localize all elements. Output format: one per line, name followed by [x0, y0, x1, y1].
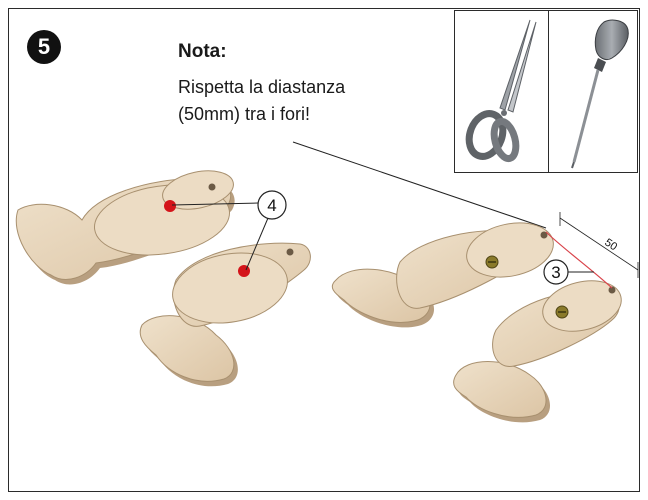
awl-icon	[572, 20, 628, 168]
dimension-label: 50	[602, 237, 619, 254]
fish-assembly-right-bottom	[454, 273, 627, 422]
scissors-icon	[463, 20, 536, 161]
screw-icon	[486, 256, 498, 268]
callout-label-3: 3	[551, 263, 560, 282]
part-callout-3: 3	[544, 260, 594, 284]
glue-dot	[164, 200, 176, 212]
callout-label-4: 4	[267, 196, 276, 215]
screw-icon	[556, 306, 568, 318]
fish-assembly-left-bottom	[140, 243, 310, 386]
glue-dot	[238, 265, 250, 277]
note-leader-line	[293, 142, 546, 228]
hole	[287, 249, 294, 256]
hole	[209, 184, 216, 191]
